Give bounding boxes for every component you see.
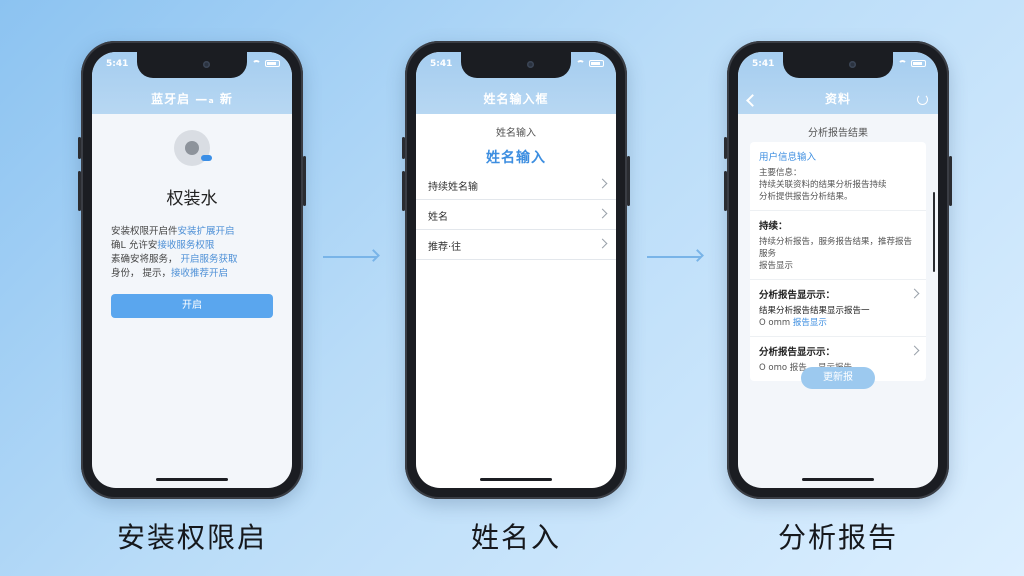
refresh-icon[interactable]	[917, 94, 928, 105]
tag-prefix: O omm	[759, 318, 791, 328]
wifi-icon	[898, 60, 907, 67]
input-list: 持续姓名输 姓名 推荐·往	[416, 170, 616, 260]
section-tag-line: O omm 报告显示	[759, 317, 917, 329]
avatar	[174, 130, 212, 166]
section-text: 分析提供报告分析结果。	[759, 192, 853, 202]
section-title: 分析报告显示示：	[759, 347, 836, 358]
report-section: 持续： 持续分析报告，服务报告结果，推荐报告服务 报告显示	[750, 211, 926, 280]
side-button	[724, 171, 727, 211]
side-button	[724, 137, 727, 159]
home-indicator[interactable]	[802, 478, 874, 481]
text-part: 确L 允许安	[111, 240, 158, 251]
section-title: 持续：	[759, 221, 788, 232]
section-title: 分析报告显示示：	[759, 290, 836, 301]
camera-icon	[527, 61, 534, 68]
status-time: 5:41	[430, 59, 453, 69]
text-part: 安装权限开启件	[111, 226, 178, 237]
notch	[461, 52, 571, 78]
page-subtitle: 分析报告结果	[808, 128, 868, 139]
battery-icon	[589, 60, 604, 67]
side-button	[78, 171, 81, 211]
caption-step-2: 姓名入	[470, 521, 562, 554]
section-text: 持续关联资料的结果分析报告持续	[759, 180, 887, 190]
home-indicator[interactable]	[156, 478, 228, 481]
link-text[interactable]: 接收推荐开启	[171, 268, 229, 279]
screen-title: 蓝牙启 —ₐ 新	[151, 92, 233, 106]
screen-report: 5:41 资料 分析报告结果 用户信息输入 主要信息： 持续关联资料的结果分析报…	[738, 52, 938, 488]
phone-2: 5:41 姓名输入框 姓名输入 姓名输入 持续姓名输 姓名 推荐·往	[402, 41, 630, 499]
report-section: 用户信息输入 主要信息： 持续关联资料的结果分析报告持续 分析提供报告分析结果。	[750, 142, 926, 211]
status-bar: 5:41 资料	[738, 52, 938, 114]
section-text: 报告显示	[759, 261, 794, 271]
chevron-right-icon	[597, 178, 608, 189]
section-text: 主要信息：	[759, 168, 802, 178]
screen-permissions: 5:41 蓝牙启 —ₐ 新 权装水 安装权限开启件安装扩展开启 确L 允许安接收…	[92, 52, 292, 488]
screen-title: 姓名输入框	[483, 92, 549, 106]
list-item[interactable]: 持续姓名输	[416, 170, 616, 200]
arrow-right-icon	[647, 256, 701, 258]
caption-step-1: 安装权限启	[116, 521, 268, 554]
side-button	[627, 156, 630, 206]
status-time: 5:41	[752, 59, 775, 69]
list-item[interactable]: 推荐·往	[416, 230, 616, 260]
update-button[interactable]: 更新报	[801, 367, 875, 389]
side-button	[78, 137, 81, 159]
report-section[interactable]: 分析报告显示示： 结果分析报告结果显示报告一 O omm 报告显示	[750, 280, 926, 337]
text-line: 确L 允许安接收服务权限	[111, 239, 273, 253]
badge-icon	[201, 155, 212, 161]
text-line: 素确安将服务， 开启服务获取	[111, 253, 273, 267]
page-heading: 权装水	[166, 189, 218, 209]
section-title: 用户信息输入	[759, 152, 817, 163]
home-indicator[interactable]	[480, 478, 552, 481]
phone-3: 5:41 资料 分析报告结果 用户信息输入 主要信息： 持续关联资料的结果分析报…	[724, 41, 952, 499]
text-line: 身份， 提示，接收推荐开启	[111, 267, 273, 281]
tag-link[interactable]: 报告显示	[792, 318, 827, 328]
camera-icon	[849, 61, 856, 68]
list-item[interactable]: 姓名	[416, 200, 616, 230]
tag-prefix: O omo	[759, 363, 788, 373]
chevron-right-icon	[597, 238, 608, 249]
text-line: 安装权限开启件安装扩展开启	[111, 225, 273, 239]
chevron-right-icon	[597, 208, 608, 219]
report-card: 用户信息输入 主要信息： 持续关联资料的结果分析报告持续 分析提供报告分析结果。…	[750, 142, 926, 381]
screen-title: 资料	[824, 92, 851, 106]
list-item-label: 持续姓名输	[428, 182, 478, 193]
link-text[interactable]: 安装扩展开启	[177, 226, 235, 237]
status-time: 5:41	[106, 59, 129, 69]
section-text: 持续分析报告，服务报告结果，推荐报告服务	[759, 237, 913, 259]
scrollbar[interactable]	[933, 192, 935, 272]
battery-icon	[265, 60, 280, 67]
arrow-right-icon	[323, 256, 377, 258]
side-button	[949, 156, 952, 206]
notch	[137, 52, 247, 78]
page-subtitle: 姓名输入	[496, 128, 536, 139]
section-text: 结果分析报告结果显示报告一	[759, 306, 870, 316]
list-item-label: 姓名	[428, 212, 448, 223]
link-text[interactable]: 开启服务获取	[180, 254, 238, 265]
link-text[interactable]: 接收服务权限	[157, 240, 215, 251]
side-button	[402, 171, 405, 211]
caption-step-3: 分析报告	[777, 521, 899, 554]
phone-1: 5:41 蓝牙启 —ₐ 新 权装水 安装权限开启件安装扩展开启 确L 允许安接收…	[78, 41, 306, 499]
enable-button[interactable]: 开启	[111, 294, 273, 318]
screen-name-input: 5:41 姓名输入框 姓名输入 姓名输入 持续姓名输 姓名 推荐·往	[416, 52, 616, 488]
side-button	[303, 156, 306, 206]
side-button	[402, 137, 405, 159]
wifi-icon	[252, 60, 261, 67]
list-item-label: 推荐·往	[428, 242, 462, 253]
camera-icon	[203, 61, 210, 68]
page-heading: 姓名输入	[486, 150, 546, 166]
wifi-icon	[576, 60, 585, 67]
text-part: 素确安将服务，	[111, 254, 181, 265]
permission-text: 安装权限开启件安装扩展开启 确L 允许安接收服务权限 素确安将服务， 开启服务获…	[111, 225, 273, 281]
notch	[783, 52, 893, 78]
text-part: 身份， 提示，	[111, 268, 172, 279]
battery-icon	[911, 60, 926, 67]
